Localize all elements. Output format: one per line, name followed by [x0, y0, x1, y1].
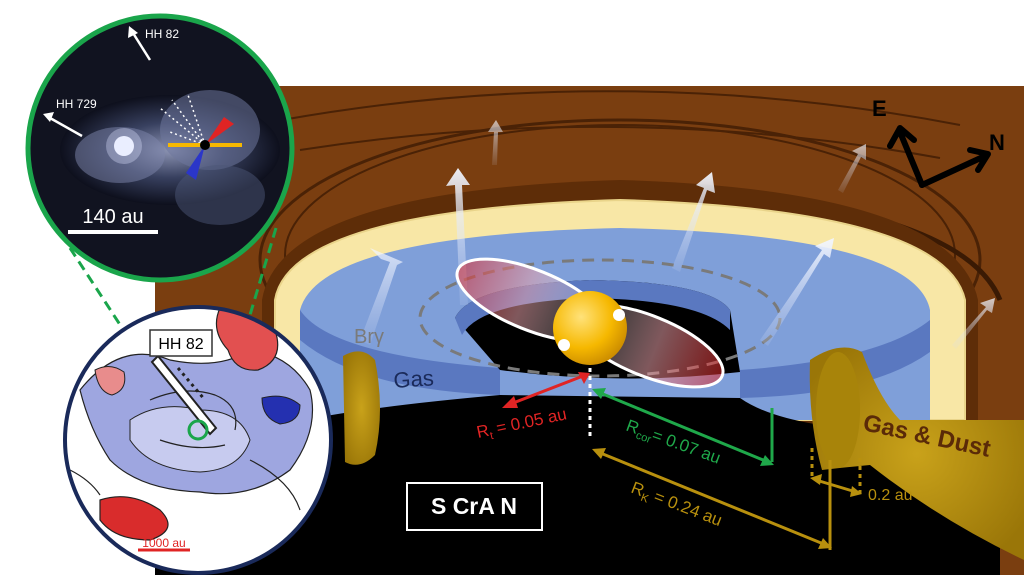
- nebula-glow-2: [160, 90, 260, 170]
- rcor-arrowhead-left: [592, 388, 606, 399]
- velocity-darkblue-region: [261, 395, 301, 425]
- rt-arrowhead-left: [502, 396, 518, 408]
- hh82-top-label: HH 82: [145, 27, 179, 41]
- compass-east-arrow: [887, 125, 925, 188]
- compass-north-arrow: [919, 147, 991, 188]
- rt-arrowhead-right: [578, 372, 590, 384]
- gas-label: Gas: [393, 365, 435, 393]
- gas-disk-front-rim: [300, 310, 500, 395]
- scale-1000au-label: 1000 au: [142, 536, 185, 550]
- rt-arrow-line: [507, 374, 584, 407]
- outflow-arrow-7: [952, 298, 995, 349]
- gas-dust-left-pillar: [343, 351, 380, 465]
- hh82-arrowhead: [128, 26, 138, 38]
- hotspot-left: [558, 339, 570, 351]
- velocity-red-region-left: [94, 366, 126, 396]
- source-marker: [200, 140, 210, 150]
- bright-source-halo: [106, 128, 142, 164]
- blueshift-wedge: [186, 145, 205, 180]
- hh82-label-box: [149, 329, 213, 357]
- dotted-line-4: [169, 131, 206, 146]
- nebula-image-inset: HH 82 HH 729 140 au: [25, 13, 295, 283]
- target-label: S CrA N: [431, 493, 517, 519]
- hh729-label: HH 729: [56, 97, 97, 111]
- velocity-blue-inner: [129, 406, 251, 473]
- compass-east-label: E: [872, 96, 887, 121]
- hotspot-right: [613, 309, 625, 321]
- outflow-arrow-6: [838, 144, 866, 193]
- outflow-arrow-1: [360, 248, 403, 345]
- gas-dust-right-lip: [816, 352, 860, 468]
- compass: [887, 125, 991, 188]
- scale-140au-label: 140 au: [82, 206, 143, 228]
- disk-ring-groove-5: [299, 125, 941, 159]
- rcor-arrowhead-right: [760, 455, 774, 466]
- hh729-arrow-line: [49, 116, 83, 138]
- gap-arrowhead-left: [810, 474, 822, 485]
- velocity-red-region-bottom: [99, 496, 169, 541]
- gap-label: 0.2 au: [868, 487, 912, 504]
- gas-dust-right-flare: [809, 347, 1024, 560]
- central-star: [553, 291, 627, 365]
- dotted-line-2: [171, 99, 206, 146]
- hh82-label-box-text: HH 82: [158, 336, 203, 353]
- compass-north-label: N: [989, 130, 1005, 155]
- outflow-arrow-5: [488, 120, 503, 165]
- velocity-map-inset: HH 82 1000 au: [63, 305, 333, 575]
- rk-arrowhead-left: [592, 448, 606, 459]
- gap-arrowhead-right: [850, 486, 862, 497]
- nebula-glow-4: [175, 165, 265, 225]
- rk-arrow-line: [597, 450, 827, 547]
- velocity-contours: [69, 390, 301, 511]
- dotted-line-3: [187, 94, 206, 146]
- redshift-wedge: [205, 117, 234, 145]
- velocity-map-frame: [63, 305, 333, 575]
- target-label-box: [406, 482, 543, 531]
- hh82-jet-outline: [150, 354, 218, 436]
- disk-scene: Brγ Gas Gas & Dust Rt = 0.05 au Rcor= 0.…: [155, 86, 1024, 575]
- disk-ring-groove-4: [281, 90, 961, 126]
- outflow-arrow-4: [760, 238, 834, 346]
- hh82-arrow-line: [131, 32, 152, 61]
- source-marker-green: [187, 419, 209, 441]
- rcor-arrow-line: [597, 390, 769, 464]
- bright-source: [114, 136, 134, 156]
- hh729-arrowhead: [43, 112, 54, 122]
- gap-arrow-line: [815, 478, 857, 494]
- outflow-arrow-3: [672, 172, 715, 272]
- bry-label: Brγ: [354, 326, 384, 348]
- nebula-frame: [25, 13, 295, 283]
